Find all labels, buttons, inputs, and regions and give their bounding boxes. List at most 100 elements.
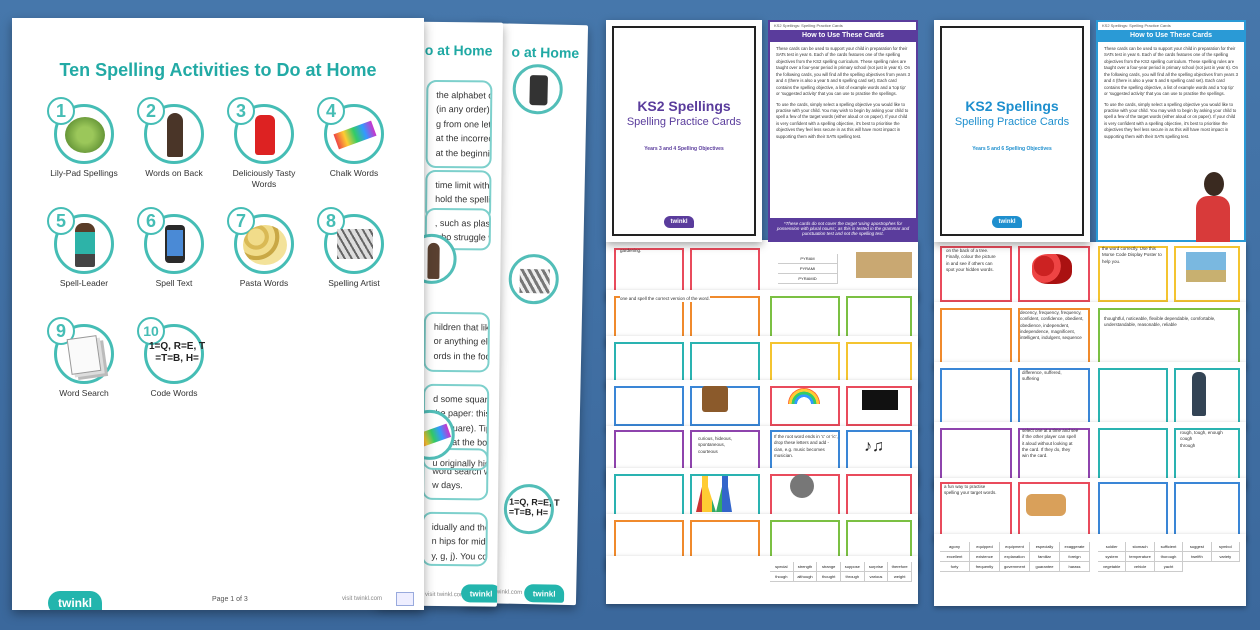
rainbow-icon xyxy=(788,388,820,404)
instructions-card-years-3-4: KS2 Spellings: Spelling Practice Cards H… xyxy=(768,20,918,242)
phone-icon xyxy=(165,225,185,263)
activity-number: 4 xyxy=(317,97,345,125)
card-text: one and spell the correct version of the… xyxy=(620,296,710,303)
footer-url[interactable]: visit twinkl.com xyxy=(425,591,466,599)
girl-figure-icon xyxy=(427,242,440,279)
cheerleader-icon xyxy=(75,223,95,267)
activity-lily-pad-spellings[interactable]: 1 Lily-Pad Spellings xyxy=(46,97,122,179)
twinkl-logo-small: twinkl xyxy=(523,584,565,603)
girl-thinking-icon xyxy=(1196,172,1230,242)
twinkl-logo-small: twinkl xyxy=(992,216,1022,228)
activity-label: Spell-Leader xyxy=(59,278,109,288)
activity-deliciously-tasty-words[interactable]: 3 Deliciously Tasty Words xyxy=(226,97,302,189)
card-strip: a fun way to practise spelling your targ… xyxy=(934,478,1246,540)
code-words-icon: 1=Q, R=E, T =T=B, H= xyxy=(508,496,560,518)
treasure-chest-icon xyxy=(702,386,728,412)
lily-pad-icon xyxy=(65,117,105,153)
hot-air-balloon-icon xyxy=(790,474,814,498)
activity-text-1: the alphabet on (in any order) on g from… xyxy=(425,79,493,169)
instructions-footnote: *These cards do not cover the target 'us… xyxy=(770,218,916,240)
cover-card-years-3-4: KS2 Spellings Spelling Practice Cards Ye… xyxy=(606,20,762,242)
card-text: gardening. xyxy=(620,248,642,253)
card-text: rough, tough, enough cough through xyxy=(1180,430,1223,448)
twinkl-logo: twinkl xyxy=(48,591,102,610)
activity-code-words[interactable]: 10 1=Q, R=E, T =T=B, H= Code Words xyxy=(136,317,212,399)
activity-label: Code Words xyxy=(150,388,198,398)
leaves-icon xyxy=(1032,254,1072,284)
chalk-icon xyxy=(333,120,377,150)
twinkl-logo-small: twinkl xyxy=(460,584,502,603)
activity-spelling-artist[interactable]: 8 Spelling Artist xyxy=(316,207,392,289)
pyramid-photo xyxy=(856,252,912,278)
activity-words-on-back[interactable]: 2 Words on Back xyxy=(136,97,212,179)
activities-page-1: Ten Spelling Activities to Do at Home 1 … xyxy=(12,18,424,610)
activity-label: Spell Text xyxy=(155,278,193,288)
cover-title: KS2 Spellings xyxy=(637,98,731,114)
paper-sheets-icon xyxy=(66,335,102,375)
activity-text-7: idually and then n hips for middle y, g,… xyxy=(421,511,488,567)
instructions-topline: KS2 Spellings: Spelling Practice Cards xyxy=(774,23,843,28)
instructions-body: These cards can be used to support your … xyxy=(1104,46,1238,139)
activity-chalk-words[interactable]: 4 Chalk Words xyxy=(316,97,392,179)
phone-icon xyxy=(529,75,549,106)
card-text: difference, suffered, suffering xyxy=(1022,370,1062,382)
activity-circle-6 xyxy=(512,63,564,115)
footer-url[interactable]: visit twinkl.com xyxy=(342,596,383,602)
soldier-icon xyxy=(1192,372,1206,416)
card-text: thoughtful, noticeable, flexible dependa… xyxy=(1104,316,1216,328)
activity-spell-text[interactable]: 6 Spell Text xyxy=(136,207,212,289)
card-text: a fun way to practise spelling your targ… xyxy=(944,484,997,496)
activity-number: 8 xyxy=(317,207,345,235)
page-number: Page 1 of 3 xyxy=(212,596,248,603)
activity-label: Lily-Pad Spellings xyxy=(50,168,118,178)
card-text: the word correctly. Use this Morse Code … xyxy=(1102,246,1162,264)
music-notes-icon: ♪♫ xyxy=(864,438,884,455)
bread-icon xyxy=(1026,494,1066,516)
page-title: Ten Spelling Activities to Do at Home xyxy=(59,60,377,80)
activity-label: Spelling Artist xyxy=(328,278,380,288)
activity-number: 5 xyxy=(47,207,75,235)
badge-icon xyxy=(396,592,414,606)
card-text: If the root word ends in 'c' or 'ic', dr… xyxy=(774,434,838,458)
card-strip: on the back of a tree. Finally, colour t… xyxy=(934,242,1246,308)
activity-number: 1 xyxy=(47,97,75,125)
card-strip: difference, suffered, suffering xyxy=(934,362,1246,428)
cover-years: Years 5 and 6 Spelling Objectives xyxy=(972,146,1052,152)
activity-label: Word Search xyxy=(59,388,109,398)
cover-years: Years 3 and 4 Spelling Objectives xyxy=(644,146,724,152)
card-text: decency, frequency, frequency, confident… xyxy=(1020,310,1084,341)
ketchup-bottle-icon xyxy=(255,115,275,155)
instructions-topline: KS2 Spellings: Spelling Practice Cards xyxy=(1102,23,1171,28)
card-strip: decency, frequency, frequency, confident… xyxy=(934,302,1246,368)
sketch-icon xyxy=(519,268,550,294)
activity-spell-leader[interactable]: 5 Spell-Leader xyxy=(46,207,122,289)
activity-number: 6 xyxy=(137,207,165,235)
pasta-icon xyxy=(243,225,287,265)
card-text: curious, hideous, spontaneous, courteous xyxy=(698,436,733,454)
instructions-heading: How to Use These Cards xyxy=(770,30,916,42)
activity-label: Chalk Words xyxy=(329,168,379,178)
activity-circle-8 xyxy=(508,253,560,305)
activity-number: 7 xyxy=(227,207,255,235)
card-strip xyxy=(606,380,918,430)
activity-pasta-words[interactable]: 7 Pasta Words xyxy=(226,207,302,289)
card-text: select one at a time and see if the othe… xyxy=(1022,428,1079,459)
activity-number: 2 xyxy=(137,97,165,125)
girl-figure-icon xyxy=(167,113,183,157)
activity-circle-10: 1=Q, R=E, T =T=B, H= xyxy=(503,483,560,535)
activity-word-search[interactable]: 9 Word Search xyxy=(46,317,122,399)
television-icon xyxy=(862,390,898,410)
activity-label: Deliciously Tasty Words xyxy=(232,168,296,189)
twinkl-logo-small: twinkl xyxy=(664,216,694,228)
activity-label: Words on Back xyxy=(145,168,203,178)
page-title-fragment: o at Home xyxy=(424,41,493,59)
code-words-icon: 1=Q, R=E, T =T=B, H= xyxy=(149,341,206,364)
activity-number: 10 xyxy=(137,317,165,345)
activity-number: 3 xyxy=(227,97,255,125)
instructions-heading: How to Use These Cards xyxy=(1098,30,1244,42)
cover-card-years-5-6: KS2 Spellings Spelling Practice Cards Ye… xyxy=(934,20,1090,242)
activity-label: Pasta Words xyxy=(239,278,289,288)
